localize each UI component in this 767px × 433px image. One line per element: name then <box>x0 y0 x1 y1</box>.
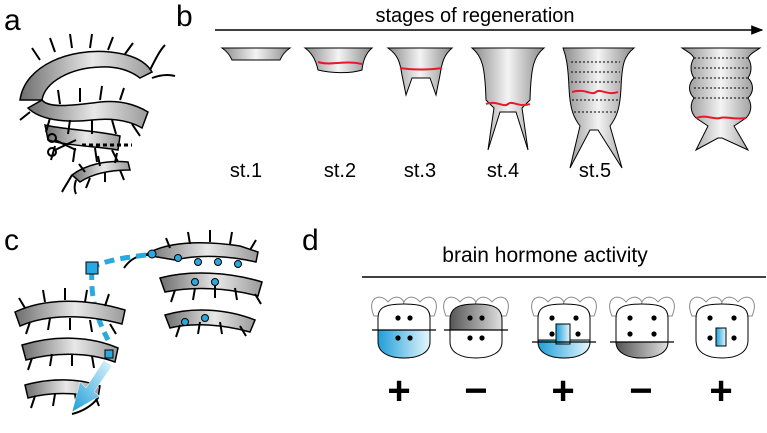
regeneration-stage-3 <box>386 47 454 97</box>
transplant-illustration-c <box>14 230 263 415</box>
hormone-activity-title: brain hormone activity <box>442 244 648 267</box>
regeneration-stage-1 <box>220 47 292 61</box>
stage-label-4: st.4 <box>487 160 519 182</box>
result-sign-5: + <box>709 369 732 413</box>
regeneration-stage-6 <box>680 47 762 152</box>
head-diagram-2 <box>443 296 509 359</box>
head-diagram-1 <box>371 296 437 359</box>
result-sign-2: − <box>464 369 487 413</box>
stage-label-3: st.3 <box>404 160 436 182</box>
regeneration-stage-5 <box>562 47 636 169</box>
stage-label-1: st.1 <box>230 160 262 182</box>
worm-illustration-a <box>19 33 176 195</box>
panel-letter-b: b <box>176 0 193 33</box>
regeneration-stage-4 <box>470 47 546 151</box>
head-diagram-4 <box>609 296 675 359</box>
head-diagram-3 <box>531 296 597 359</box>
stages-title: stages of regeneration <box>375 5 574 27</box>
scissors-icon <box>47 133 77 157</box>
result-sign-4: − <box>629 369 652 413</box>
panel-letter-a: a <box>4 4 21 37</box>
head-diagram-5 <box>689 296 755 359</box>
stage-label-5: st.5 <box>579 160 611 182</box>
panel-letter-d: d <box>302 224 319 257</box>
stage-label-2: st.2 <box>324 160 356 182</box>
panel-letter-c: c <box>4 224 19 257</box>
result-sign-1: + <box>387 369 410 413</box>
regeneration-stage-2 <box>303 47 374 74</box>
result-sign-3: + <box>551 369 574 413</box>
